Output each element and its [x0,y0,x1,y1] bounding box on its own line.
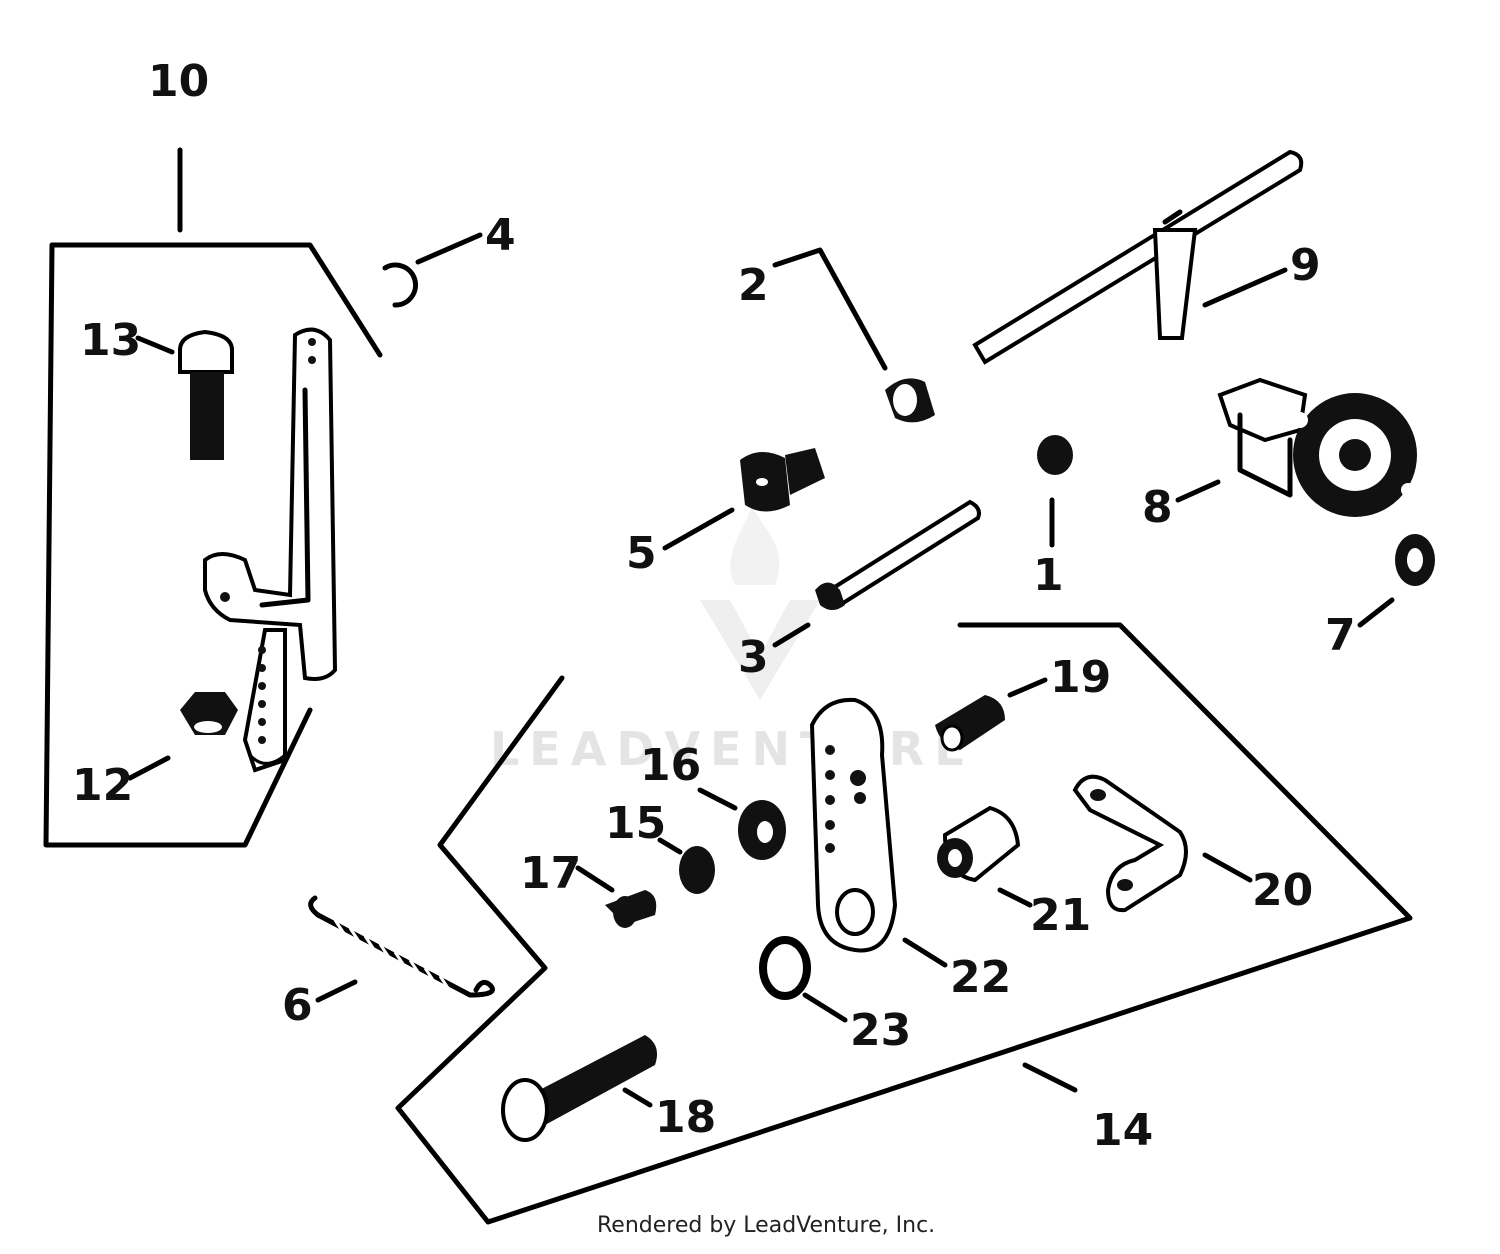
part-6-spring [308,895,495,1003]
credit-text: Rendered by LeadVenture, Inc. [597,1213,935,1238]
callout-5: 5 [626,528,657,579]
callout-18: 18 [655,1092,716,1143]
watermark-logo [700,505,820,700]
callout-23: 23 [850,1005,911,1056]
part-21-bushing [937,805,1033,908]
part-20-bracket [1072,774,1253,913]
callout-4: 4 [485,210,516,261]
callout-15: 15 [605,798,666,849]
callout-2: 2 [738,260,769,311]
callout-8: 8 [1142,482,1173,533]
part-13-bolt [135,329,234,460]
part-4-snap-ring [382,232,483,308]
callout-12: 12 [72,760,133,811]
assembly-14-panel [395,622,1413,1225]
callout-22: 22 [950,952,1011,1003]
callout-19: 19 [1050,652,1111,703]
callout-9: 9 [1290,240,1321,291]
part-2-bushing [772,247,935,423]
part-17-screw [575,865,657,928]
part-1-ball [1037,435,1073,548]
part-8-gear [1175,377,1417,532]
part-23-washer-ring [759,936,848,1023]
part-15-nut [657,837,715,894]
part-5-fitting [662,448,825,551]
part-16-washer [697,787,786,860]
callout-21: 21 [1030,890,1091,941]
part-9-shaft [972,149,1304,365]
part-22-link-plate [809,697,948,968]
part-12-nut [127,692,238,781]
watermark-text: LEADVENTURE [490,722,976,776]
part-3-pin [772,499,981,648]
part-10-lever [203,327,338,773]
callout-10: 10 [148,56,209,107]
callout-17: 17 [520,848,581,899]
callout-7: 7 [1325,610,1356,661]
assembly-10-panel [43,147,383,848]
part-7-washer [1357,534,1435,628]
callout-16: 16 [640,740,701,791]
callout-6: 6 [282,980,313,1031]
part-19-pin [935,677,1048,752]
callout-14: 14 [1092,1105,1153,1156]
part-18-bolt [501,1035,658,1142]
callout-1: 1 [1033,550,1064,601]
callout-3: 3 [738,632,769,683]
callout-13: 13 [80,315,141,366]
callout-20: 20 [1252,865,1313,916]
